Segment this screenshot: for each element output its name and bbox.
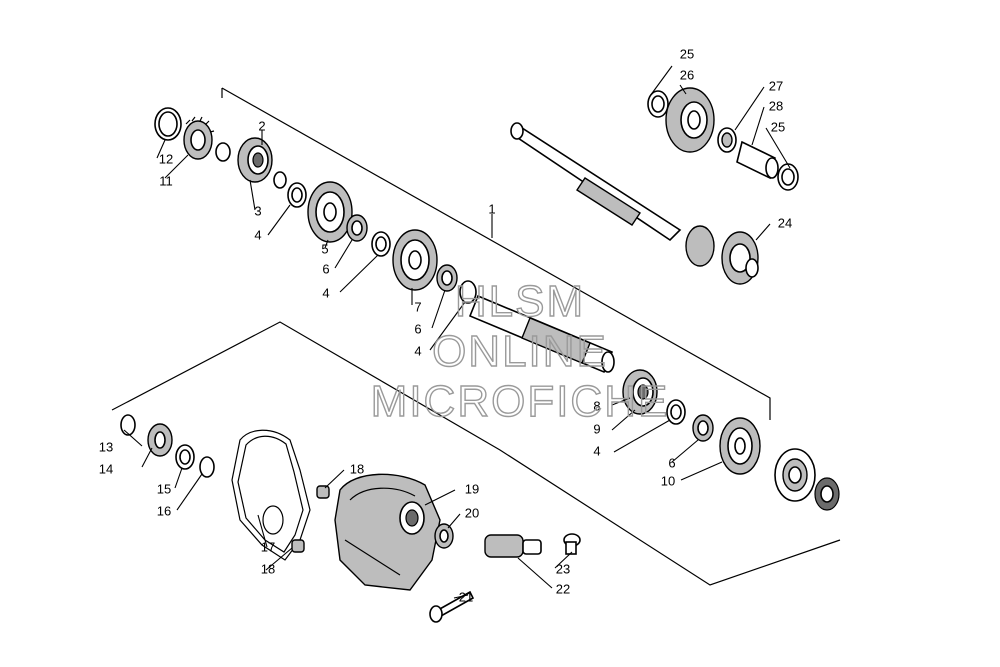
part-12-snap-ring xyxy=(154,107,182,141)
callout-19: 19 xyxy=(465,481,479,496)
part-4-washer-a xyxy=(287,182,307,208)
part-6-needle-bearing-b xyxy=(436,264,458,292)
callout-14: 14 xyxy=(99,461,113,476)
callout-7: 7 xyxy=(414,299,421,314)
part-3-clutch-hub xyxy=(237,137,273,183)
callout-24: 24 xyxy=(778,215,792,230)
callout-3: 3 xyxy=(254,203,261,218)
part-19-seal xyxy=(399,501,425,535)
callout-18-a: 18 xyxy=(350,461,364,476)
callout-13: 13 xyxy=(99,439,113,454)
part-21-bolt xyxy=(429,590,475,623)
callout-labels: 1 2 3 4 5 6 4 7 6 4 8 9 4 6 10 11 12 13 … xyxy=(99,46,792,604)
part-28-sleeve xyxy=(736,140,779,180)
part-10-gear xyxy=(719,417,761,475)
callout-4-d: 4 xyxy=(593,443,600,458)
callout-4-c: 4 xyxy=(414,343,421,358)
callout-9: 9 xyxy=(593,421,600,436)
callout-8: 8 xyxy=(593,398,600,413)
part-6-needle-bearing-c xyxy=(692,414,714,442)
callout-6-b: 6 xyxy=(414,321,421,336)
gear-case-cover xyxy=(334,473,441,591)
part-6-needle-bearing-a xyxy=(346,214,368,242)
callout-20: 20 xyxy=(465,505,479,520)
callout-15: 15 xyxy=(157,481,171,496)
callout-6-c: 6 xyxy=(668,455,675,470)
callout-2: 2 xyxy=(258,118,265,133)
callout-23: 23 xyxy=(556,561,570,576)
part-25-washer-b xyxy=(777,163,799,191)
callout-17: 17 xyxy=(261,539,275,554)
callout-21: 21 xyxy=(459,589,473,604)
callout-27: 27 xyxy=(769,78,783,93)
part-20-bushing xyxy=(434,523,454,549)
part-18-dowel-pin-b xyxy=(291,539,305,553)
assembly-bracket-upper xyxy=(221,87,771,420)
watermark-line-2: ONLINE xyxy=(432,327,608,376)
part-1-main-shaft xyxy=(468,294,615,374)
callout-28: 28 xyxy=(769,98,783,113)
part-15-washer xyxy=(175,444,195,470)
watermark: HLSM ONLINE MICROFICHE xyxy=(370,276,670,426)
callout-25-a: 25 xyxy=(680,46,694,61)
callout-10: 10 xyxy=(661,473,675,488)
watermark-line-3: MICROFICHE xyxy=(371,377,670,426)
callout-4-b: 4 xyxy=(322,285,329,300)
oil-seal xyxy=(814,477,840,511)
part-23-screw xyxy=(563,533,581,555)
part-11-drive-sprocket xyxy=(183,116,215,160)
part-24-countershaft xyxy=(510,122,759,285)
callout-26: 26 xyxy=(680,67,694,82)
callout-22: 22 xyxy=(556,581,570,596)
callout-11: 11 xyxy=(159,173,173,188)
callout-4-a: 4 xyxy=(254,227,261,242)
assembly-bracket-lower xyxy=(111,321,841,586)
part-26-gear xyxy=(665,87,715,153)
part-13-snap-ring xyxy=(120,414,136,436)
part-22-speed-sensor xyxy=(484,534,542,558)
part-4-washer-b xyxy=(371,231,391,257)
part-25-washer-a xyxy=(647,90,669,118)
callout-1: 1 xyxy=(488,201,495,216)
part-14-nut xyxy=(147,423,173,457)
watermark-line-1: HLSM xyxy=(455,277,585,326)
part-27-bushing xyxy=(717,127,737,153)
part-5-gear xyxy=(307,181,353,243)
ball-bearing xyxy=(774,448,816,502)
part-18-dowel-pin-a xyxy=(316,485,330,499)
callout-18-b: 18 xyxy=(261,561,275,576)
callout-16: 16 xyxy=(157,503,171,518)
part-16-ring xyxy=(199,456,215,478)
part-7-gear xyxy=(392,229,438,291)
part-2-ring xyxy=(273,171,287,189)
callout-6-a: 6 xyxy=(322,261,329,276)
part-4-washer-c xyxy=(459,280,477,304)
part-2-washer xyxy=(215,142,231,162)
leader-lines xyxy=(123,65,791,599)
callout-12: 12 xyxy=(159,151,173,166)
part-8-hub xyxy=(622,369,658,415)
callout-5: 5 xyxy=(321,241,328,256)
callout-25-b: 25 xyxy=(771,119,785,134)
part-4-washer-d xyxy=(666,399,686,425)
